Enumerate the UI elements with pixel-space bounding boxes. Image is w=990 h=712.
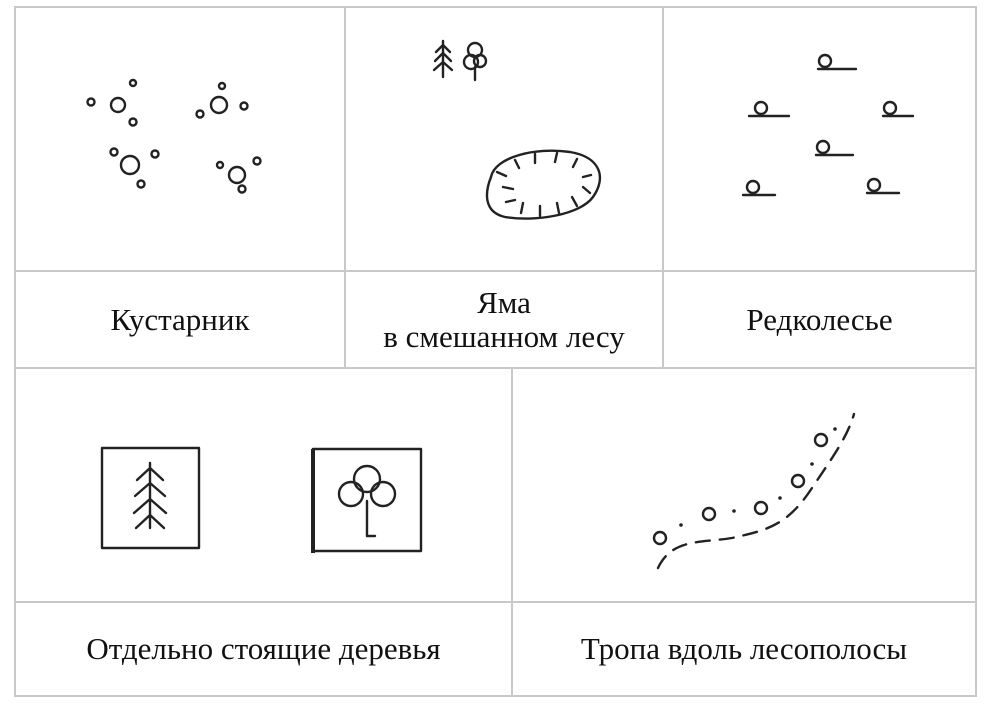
sparse-forest-caption: Редколесье [663, 271, 976, 368]
shrub-label: Кустарник [110, 301, 250, 337]
shrub-symbol-cell [15, 7, 345, 271]
path-along-forest-belt-symbol-cell [512, 368, 976, 602]
standalone-trees-symbol-icon [100, 446, 423, 553]
path-along-forest-belt-symbol-icon [652, 412, 856, 570]
pit-in-mixed-forest-symbol-cell [345, 7, 663, 271]
pit-label-line2: в смешанном лесу [383, 318, 625, 354]
path-label: Тропа вдоль лесополосы [580, 631, 908, 666]
pit-in-mixed-forest-symbol-icon [432, 39, 602, 220]
path-caption: Тропа вдоль лесополосы [512, 602, 976, 696]
shrub-caption: Кустарник [15, 271, 345, 368]
standalone-trees-label: Отдельно стоящие деревья [86, 631, 441, 666]
sparse-forest-symbol-icon [741, 53, 915, 197]
sparse-forest-symbol-cell [663, 7, 976, 271]
standalone-trees-symbol-cell [15, 368, 512, 602]
sparse-forest-label: Редколесье [746, 301, 893, 337]
standalone-trees-caption: Отдельно стоящие деревья [15, 602, 512, 696]
shrub-symbol-icon [86, 78, 262, 194]
pit-caption: Яма в смешанном лесу [345, 271, 663, 368]
pit-label-line1: Яма [477, 284, 531, 320]
